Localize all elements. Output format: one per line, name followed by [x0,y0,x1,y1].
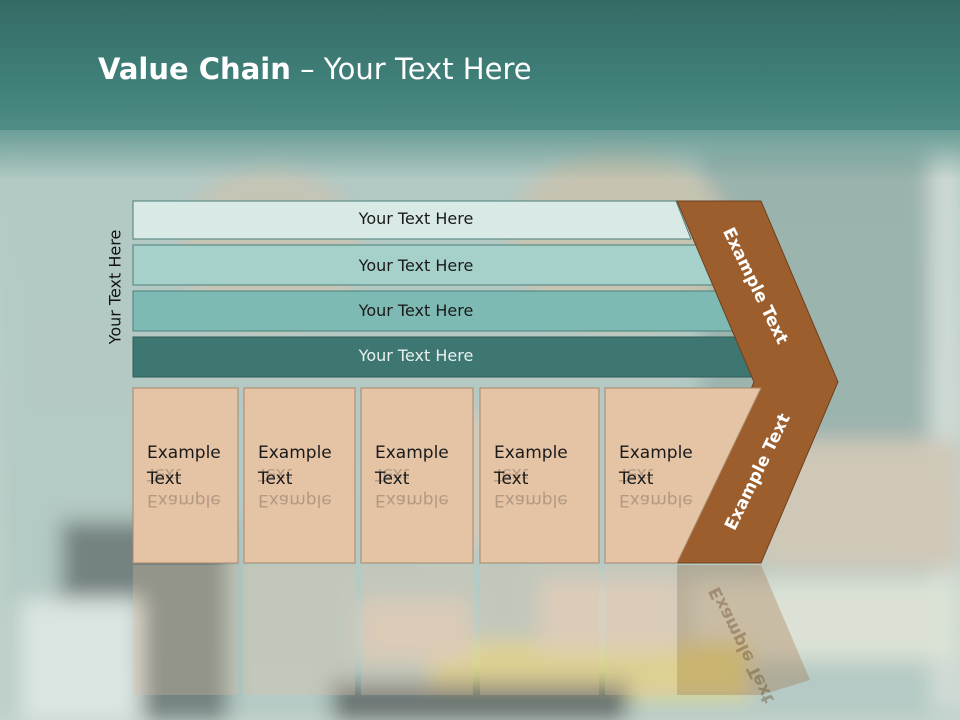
bar-4-label: Your Text Here [358,346,474,365]
bar-2-label: Your Text Here [358,256,474,275]
box-1-line1: Example [147,443,221,463]
box-3-reflection-line2: Text [375,464,410,484]
box-1-line2: Text [147,469,182,489]
title-bar [0,0,960,130]
box-5-reflection-line1: Example [619,490,693,510]
title-bar-fade [0,120,960,180]
title-rest: – Your Text Here [290,52,532,86]
box-4 [479,387,600,564]
box-4-line2: Text [494,469,529,489]
box-3-line2: Text [375,469,410,489]
box-5-reflection-line2: Text [619,464,654,484]
box-4-line1: Example [494,443,568,463]
box-1-reflection-line1: Example [147,490,221,510]
box-2-reflection-line2: Text [258,464,293,484]
box-1-reflection-line2: Text [147,464,182,484]
box-3-line1: Example [375,443,449,463]
box-2-line1: Example [258,443,332,463]
box-5-line1: Example [619,443,693,463]
page-title: Value Chain – Your Text Here [98,52,532,86]
reflection-group [133,565,810,695]
bar-1-label: Your Text Here [358,209,474,228]
box-4-reflection-line1: Example [494,490,568,510]
box-1 [132,387,239,564]
box-4-reflection-line2: Text [494,464,529,484]
bar-3-label: Your Text Here [358,301,474,320]
box-2 [243,387,356,564]
bar-1 [132,200,692,240]
box-5-line2: Text [619,469,654,489]
box-3-reflection-line1: Example [375,490,449,510]
box-3 [360,387,474,564]
box-2-reflection-line1: Example [258,490,332,510]
title-bold: Value Chain [98,52,291,86]
box-2-line2: Text [258,469,293,489]
box-5 [604,387,762,564]
